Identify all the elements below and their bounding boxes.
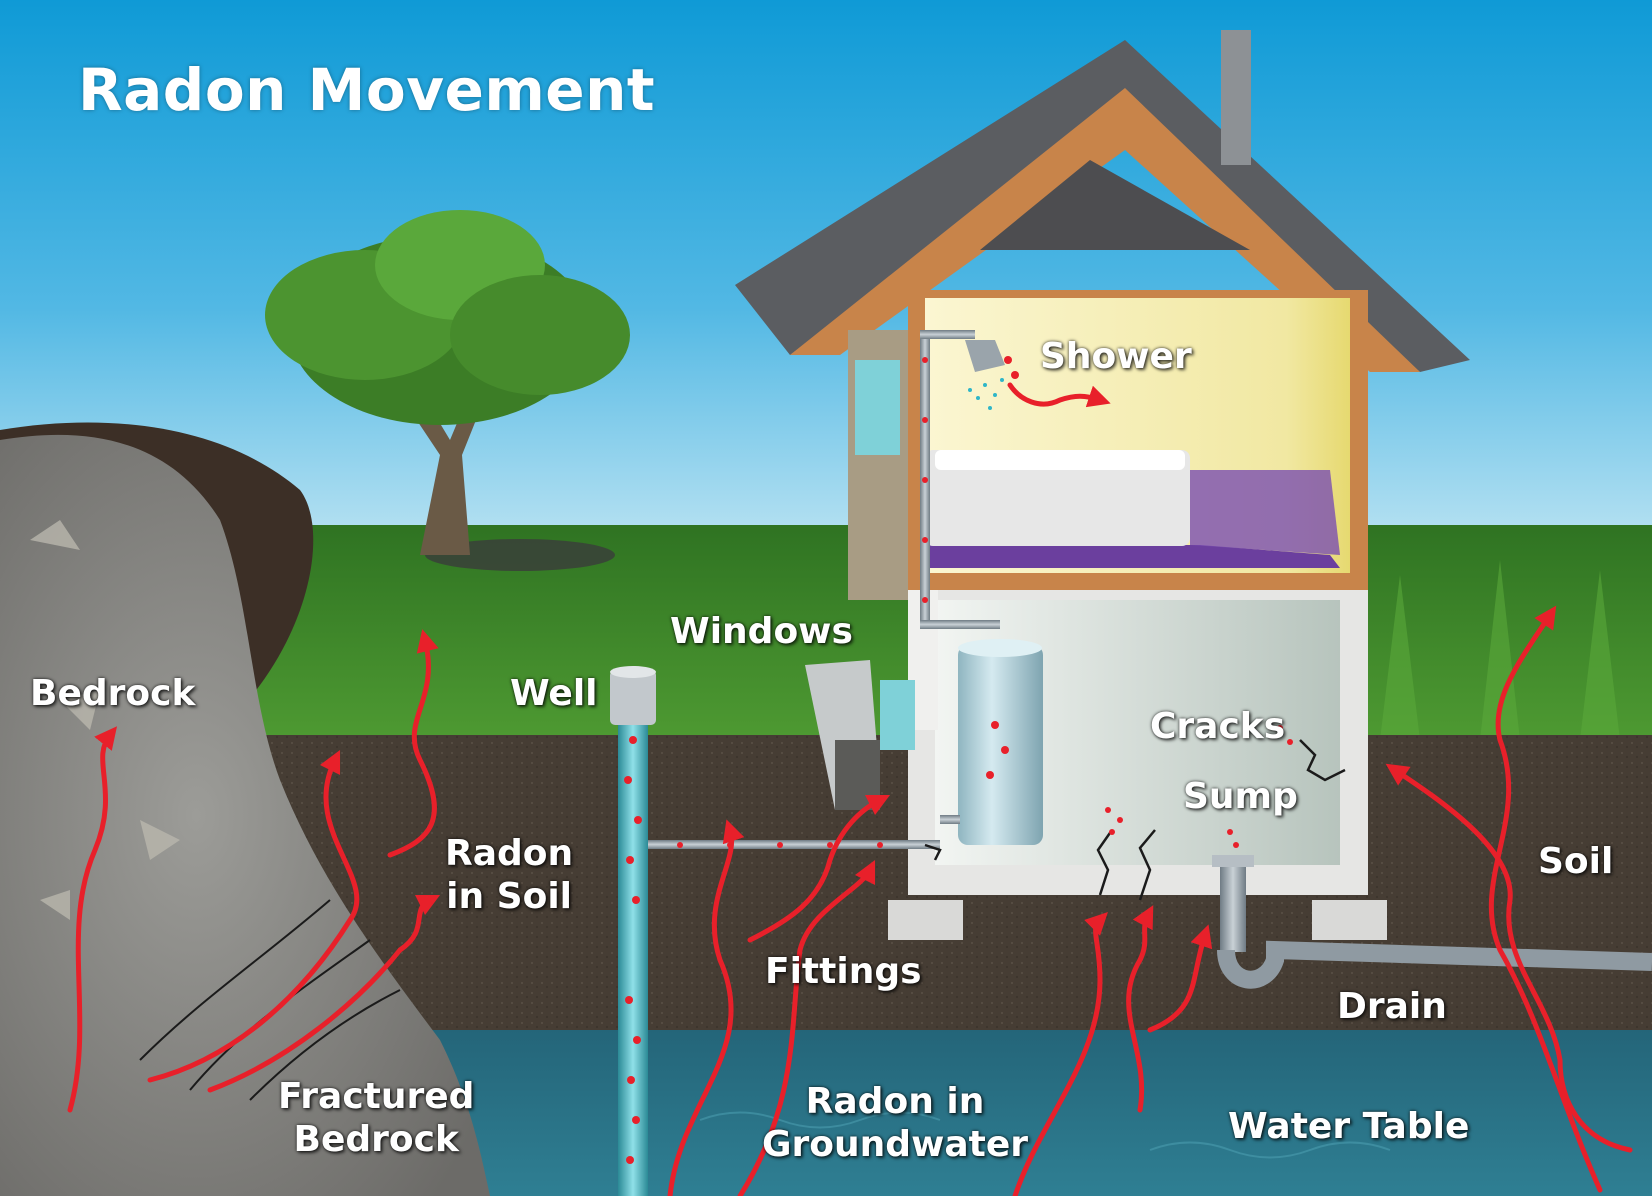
label-radon-in-groundwater-line-1: Radon in [805, 1081, 985, 1122]
water-heater-top [958, 639, 1042, 657]
label-windows: Windows [670, 611, 853, 652]
label-fractured-bedrock-line-2: Bedrock [293, 1119, 459, 1161]
basement-window [880, 680, 915, 750]
sump-pit [1220, 862, 1246, 952]
label-bedrock: Bedrock [30, 673, 196, 714]
tree-shadow [425, 539, 615, 571]
label-shower: Shower [1040, 336, 1192, 377]
label-well: Well [510, 673, 598, 714]
room-floor [925, 545, 1340, 568]
label-radon-in-soil-line-1: Radon [445, 833, 574, 874]
foundation-cracks [924, 739, 1346, 901]
diagram-title: Radon Movement [78, 56, 656, 124]
foundation-footer-left [888, 900, 963, 940]
floor-stripes [1190, 470, 1340, 555]
radon-dots [624, 356, 1293, 1164]
sump-cover [1212, 855, 1254, 867]
tree-canopy [265, 210, 630, 425]
side-window [855, 360, 900, 455]
label-fractured-bedrock-line-1: Fractured [278, 1076, 475, 1117]
pipe-to-heater [920, 620, 1000, 629]
pipe-heater-inlet [940, 815, 960, 824]
label-water-table: Water Table [1228, 1106, 1470, 1147]
well-casing [618, 690, 648, 1196]
label-fittings: Fittings [765, 951, 922, 992]
label-fractured-bedrock: Fractured Bedrock [278, 1075, 474, 1161]
pipe-top [920, 330, 975, 339]
label-radon-in-groundwater-line-2: Groundwater [762, 1124, 1028, 1166]
foundation-footer-right [1312, 900, 1387, 940]
bedrock-formation [0, 434, 490, 1196]
window-well-gravel [835, 740, 880, 810]
radon-arrows [67, 382, 1633, 1196]
well-cap-top [610, 666, 656, 678]
label-cracks: Cracks [1150, 706, 1286, 747]
label-radon-in-soil: Radon in Soil [445, 832, 573, 918]
label-radon-in-groundwater: Radon in Groundwater [762, 1080, 1028, 1166]
well-cap [610, 670, 656, 725]
shower-spray [968, 378, 1004, 410]
chimney [1221, 30, 1251, 165]
drain-pipe [1217, 940, 1652, 989]
bathtub [925, 450, 1190, 546]
shower-head [965, 340, 1005, 372]
label-drain: Drain [1337, 986, 1447, 1027]
attic [980, 160, 1250, 250]
water-heater [958, 645, 1043, 845]
label-sump: Sump [1183, 776, 1298, 817]
pipe-from-well [640, 840, 940, 849]
label-radon-in-soil-line-2: in Soil [446, 876, 572, 918]
label-soil: Soil [1538, 841, 1614, 882]
